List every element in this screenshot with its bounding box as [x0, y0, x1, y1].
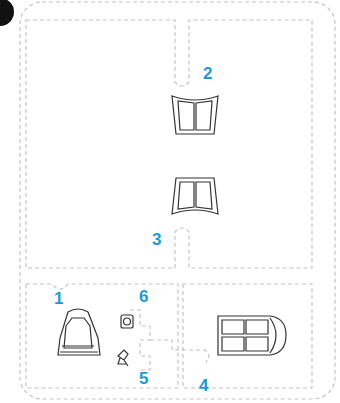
zone-outlines: [20, 2, 335, 399]
section-bullet: [0, 0, 14, 26]
callout-number: 5: [139, 370, 148, 387]
seat-drawings: [58, 96, 286, 366]
callout-number: 4: [199, 377, 208, 394]
callout-number: 6: [139, 288, 148, 305]
callout-number: 3: [152, 231, 161, 248]
callout-number: 2: [203, 65, 212, 82]
callout-number: 1: [54, 290, 63, 307]
